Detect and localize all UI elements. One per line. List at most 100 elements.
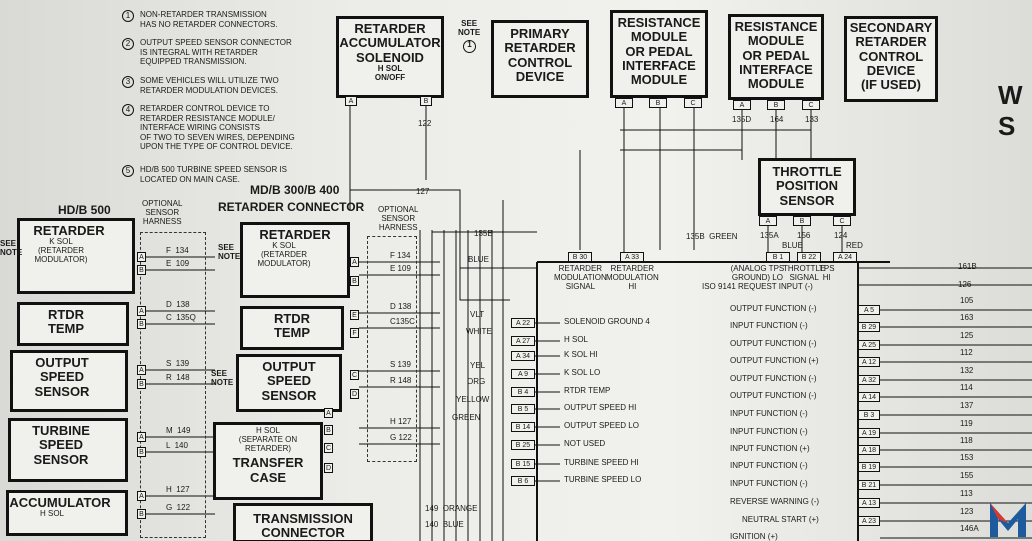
wire-label: S 139 <box>166 359 190 368</box>
ecu-output-label: IGNITION (+) <box>730 532 778 541</box>
ecu-wire-number: 153 <box>960 453 974 462</box>
retarder-connector-header: RETARDER CONNECTOR <box>218 200 365 214</box>
res2-title: RESISTANCE MODULE OR PEDAL INTERFACE MOD… <box>734 19 818 92</box>
hd500-header: HD/B 500 <box>58 203 111 217</box>
ecu-wire-number: 126 <box>958 280 972 289</box>
accumulator-title: RETARDER ACCUMULATOR SOLENOID <box>339 21 441 65</box>
ecu-pin: A 22 <box>511 318 535 328</box>
ecu-output-label: OUTPUT FUNCTION (-) <box>730 339 817 348</box>
wire-label: R 148 <box>166 373 190 382</box>
ecu-pin: B 19 <box>858 462 880 472</box>
ecu-signal-label: THROTTLE SIGNAL <box>783 264 826 282</box>
connector-pin: B <box>137 265 146 275</box>
connector-pin: B <box>137 447 146 457</box>
res1-title: RESISTANCE MODULE OR PEDAL INTERFACE MOD… <box>617 15 701 88</box>
secondary-retarder-box: SECONDARY RETARDER CONTROL DEVICE (IF US… <box>844 16 938 102</box>
component-title: RTDR TEMP <box>47 307 85 337</box>
note-number: 5 <box>122 165 134 177</box>
wire-label: E 109 <box>390 264 411 273</box>
transmission-connector-title: TRANSMISSION CONNECTOR <box>253 511 353 541</box>
edge-letters: W S <box>998 80 1023 142</box>
tps-wire-label: 156 <box>797 231 811 240</box>
optional-harness-mid: OPTIONAL SENSOR HARNESS <box>378 205 419 232</box>
wire-color-label: GREEN <box>452 413 481 422</box>
wire-label: M 149 <box>166 426 191 435</box>
ecu-output-label: OUTPUT FUNCTION (-) <box>730 304 817 313</box>
res2-wire-label: 164 <box>770 115 784 124</box>
ecu-wire-number: 112 <box>960 348 973 357</box>
wire-label: G 122 <box>166 503 191 512</box>
ecu-output-label: INPUT FUNCTION (-) <box>730 427 808 436</box>
wire-color-label: 135B GREEN <box>686 232 738 241</box>
connector-pin: F <box>350 328 359 338</box>
wire-label: D 138 <box>390 302 412 311</box>
ecu-signal-label: H SOL <box>564 335 589 344</box>
ecu-pin: A 9 <box>511 369 535 379</box>
ecu-output-label: OUTPUT FUNCTION (-) <box>730 374 817 383</box>
note-number: 4 <box>122 104 134 116</box>
wire-label: E 109 <box>166 259 190 268</box>
optional-harness-left: OPTIONAL SENSOR HARNESS <box>142 199 183 226</box>
component-title: OUTPUT SPEED SENSOR <box>34 355 90 399</box>
see-note-top-num: 1 <box>463 40 476 53</box>
ecu-signal-label: OUTPUT SPEED LO <box>564 421 639 430</box>
md300-header: MD/B 300/B 400 <box>250 183 340 197</box>
ecu-pin: B 4 <box>511 387 535 397</box>
md300-component-box: OUTPUT SPEED SENSOR <box>236 354 342 412</box>
ecu-top-pin: A 24 <box>833 252 857 262</box>
hd500-component-box: OUTPUT SPEED SENSOR <box>10 350 128 412</box>
resistance-module-2: RESISTANCE MODULE OR PEDAL INTERFACE MOD… <box>728 14 824 100</box>
ecu-pin: B 5 <box>511 404 535 414</box>
component-subtitle: K SOL (RETARDER MODULATOR) <box>257 241 311 268</box>
wire-color-label: YEL <box>470 361 486 370</box>
ecu-wire-number: 161B <box>958 262 977 271</box>
ecu-output-label: INPUT FUNCTION (-) <box>730 461 808 470</box>
ecu-wire-number: 123 <box>960 507 974 516</box>
wire-label: C 135Q <box>166 313 196 322</box>
throttle-position-sensor: THROTTLE POSITION SENSOR <box>758 158 856 216</box>
ecu-output-label: INPUT FUNCTION (-) <box>730 321 808 330</box>
ecu-output-label: REVERSE WARNING (-) <box>730 497 820 506</box>
component-title: RTDR TEMP <box>273 311 311 341</box>
component-title: OUTPUT SPEED SENSOR <box>261 359 317 403</box>
ecu-pin: B 29 <box>858 322 880 332</box>
note-text: HD/B 500 TURBINE SPEED SENSOR IS LOCATED… <box>140 165 288 184</box>
ecu-pin: A 13 <box>858 498 880 508</box>
component-title: ACCUMULATOR <box>9 495 111 510</box>
wire-label: H 127 <box>390 417 412 426</box>
wire-label: R 148 <box>390 376 412 385</box>
connector-pin: D <box>324 463 333 473</box>
component-title: TURBINE SPEED SENSOR <box>32 423 90 467</box>
see-note-top: SEE NOTE <box>458 19 481 37</box>
ecu-signal-label: TURBINE SPEED HI <box>564 458 639 467</box>
connector-pin: B <box>137 379 146 389</box>
note-number: 2 <box>122 38 134 50</box>
ecu-pin: B 3 <box>858 410 880 420</box>
acc-wire-label: 122 <box>418 119 432 128</box>
connector-pin: B <box>350 276 359 286</box>
tps-wire-label: 124 <box>834 231 848 240</box>
ecu-wire-number: 105 <box>960 296 974 305</box>
throttle-title: THROTTLE POSITION SENSOR <box>772 164 842 208</box>
ecu-pin: B 15 <box>511 459 535 469</box>
wire-label: F 134 <box>166 246 189 255</box>
ecu-top-pin: A 33 <box>620 252 644 262</box>
connector-pin: D <box>350 389 359 399</box>
ecu-output-label: NEUTRAL START (+) <box>742 515 819 524</box>
res1-pin: C <box>684 98 702 108</box>
wire-label: F 134 <box>390 251 411 260</box>
ecu-output-label: INPUT FUNCTION (-) <box>730 409 808 418</box>
ecu-pin: A 5 <box>858 305 880 315</box>
res1-pin: B <box>649 98 667 108</box>
ecu-pin: A 25 <box>858 340 880 350</box>
ecu-wire-number: 155 <box>960 471 974 480</box>
resistance-module-1: RESISTANCE MODULE OR PEDAL INTERFACE MOD… <box>610 10 708 98</box>
wire-color-label: 149 ORANGE <box>425 504 478 513</box>
res2-pin: B <box>767 100 785 110</box>
tps-color-label: RED <box>846 241 863 250</box>
ecu-signal-label: RETARDER MODULATION HI <box>606 264 659 291</box>
